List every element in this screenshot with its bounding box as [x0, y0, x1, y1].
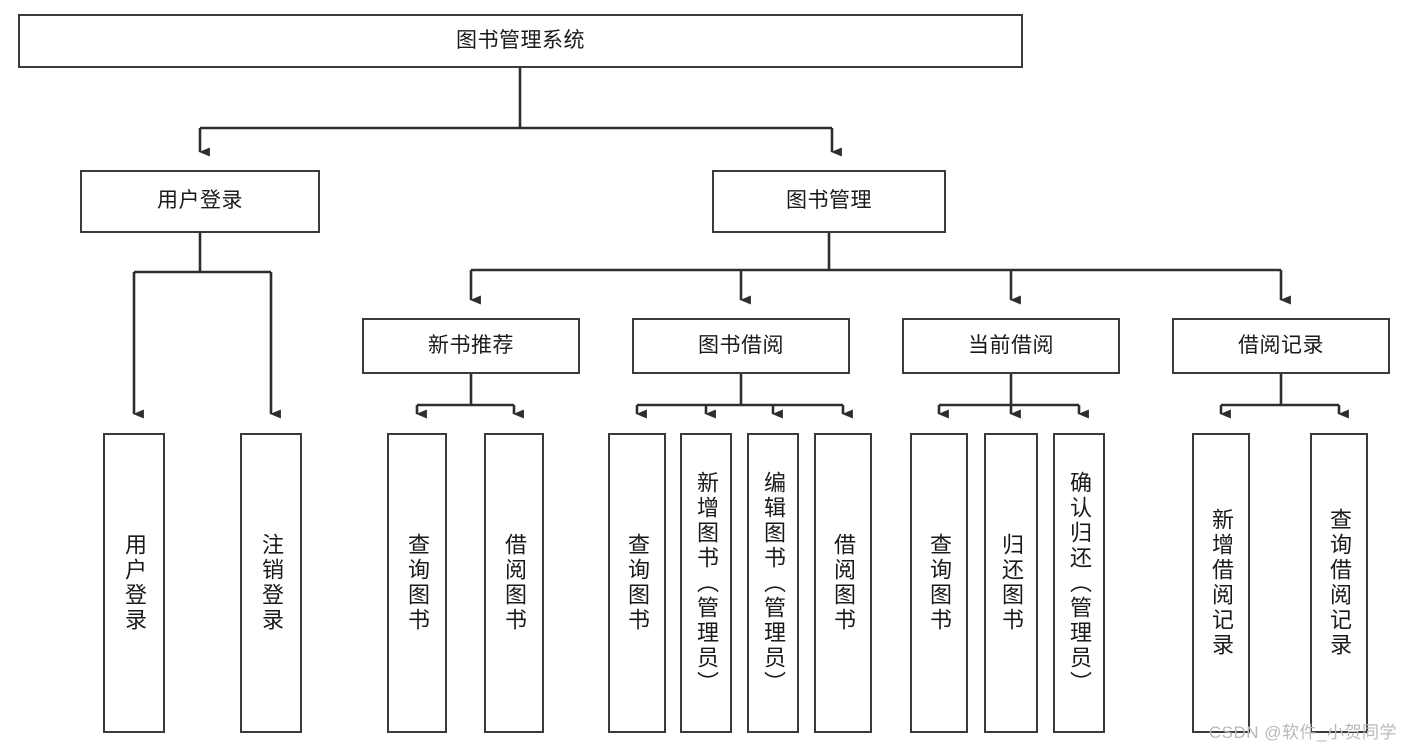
node-label-current-borrow: 当前借阅	[968, 333, 1054, 357]
leaf-label-borrow-add-book-admin: 新增图书（管理员）	[693, 470, 719, 696]
node-label-book-management: 图书管理	[786, 189, 872, 213]
leaf-borrow-lend-book[interactable]: 借阅图书	[814, 433, 872, 733]
leaf-user-login[interactable]: 用户登录	[103, 433, 165, 733]
node-label-user-login: 用户登录	[157, 189, 243, 213]
leaf-label-current-confirm-return-admin: 确认归还（管理员）	[1066, 470, 1092, 696]
leaf-borrow-edit-book-admin[interactable]: 编辑图书（管理员）	[747, 433, 799, 733]
leaf-label-current-query-book: 查询图书	[926, 533, 952, 633]
leaf-borrow-query-book[interactable]: 查询图书	[608, 433, 666, 733]
leaf-label-user-login: 用户登录	[121, 533, 147, 633]
leaf-label-user-logout: 注销登录	[258, 533, 284, 633]
node-new-book-recommend[interactable]: 新书推荐	[362, 318, 580, 374]
leaf-record-query-record[interactable]: 查询借阅记录	[1310, 433, 1368, 733]
node-label-book-borrow: 图书借阅	[698, 333, 784, 357]
node-book-management[interactable]: 图书管理	[712, 170, 946, 233]
node-root-system[interactable]: 图书管理系统	[18, 14, 1023, 68]
csdn-watermark: CSDN @软件_小贺同学	[1208, 723, 1397, 742]
node-label-root: 图书管理系统	[456, 28, 585, 52]
node-label-borrow-record: 借阅记录	[1238, 333, 1324, 357]
leaf-label-borrow-edit-book-admin: 编辑图书（管理员）	[760, 470, 786, 696]
node-current-borrow[interactable]: 当前借阅	[902, 318, 1120, 374]
leaf-label-borrow-query-book: 查询图书	[624, 533, 650, 633]
leaf-borrow-add-book-admin[interactable]: 新增图书（管理员）	[680, 433, 732, 733]
leaf-current-confirm-return-admin[interactable]: 确认归还（管理员）	[1053, 433, 1105, 733]
leaf-user-logout[interactable]: 注销登录	[240, 433, 302, 733]
leaf-record-add-record[interactable]: 新增借阅记录	[1192, 433, 1250, 733]
node-borrow-record[interactable]: 借阅记录	[1172, 318, 1390, 374]
leaf-label-record-query-record: 查询借阅记录	[1326, 508, 1352, 658]
leaf-label-record-add-record: 新增借阅记录	[1208, 508, 1234, 658]
leaf-newbook-borrow-book[interactable]: 借阅图书	[484, 433, 544, 733]
leaf-label-borrow-lend-book: 借阅图书	[830, 533, 856, 633]
leaf-label-newbook-query-book: 查询图书	[404, 533, 430, 633]
node-label-new-book-recommend: 新书推荐	[428, 333, 514, 357]
leaf-current-query-book[interactable]: 查询图书	[910, 433, 968, 733]
node-book-borrow[interactable]: 图书借阅	[632, 318, 850, 374]
leaf-label-current-return-book: 归还图书	[998, 533, 1024, 633]
node-user-login[interactable]: 用户登录	[80, 170, 320, 233]
leaf-current-return-book[interactable]: 归还图书	[984, 433, 1038, 733]
leaf-label-newbook-borrow-book: 借阅图书	[501, 533, 527, 633]
leaf-newbook-query-book[interactable]: 查询图书	[387, 433, 447, 733]
